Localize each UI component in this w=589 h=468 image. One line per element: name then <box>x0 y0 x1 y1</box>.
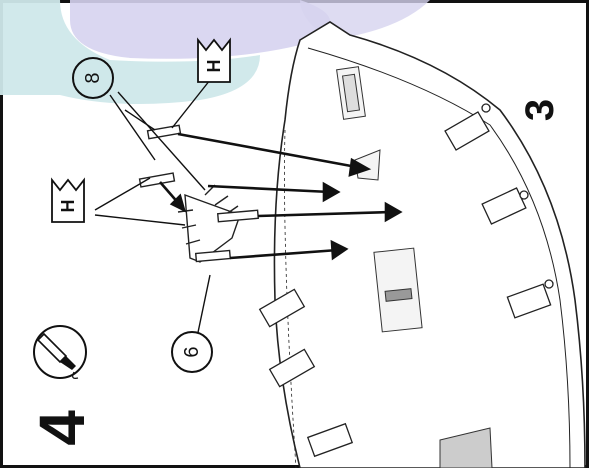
callout-part-8: 8 <box>72 57 114 99</box>
step-number: 4 <box>26 410 98 446</box>
panel-part-3 <box>273 21 586 468</box>
glue-tube-icon <box>33 325 87 379</box>
leader-lines <box>94 79 211 343</box>
assembly-arrows <box>159 132 403 261</box>
callout-part-6: 6 <box>171 331 213 373</box>
callout-8-label: 8 <box>82 72 104 83</box>
sprue-part-6 <box>177 184 260 263</box>
tool-h-icon: H <box>51 177 85 223</box>
callout-6-label: 6 <box>181 346 203 357</box>
tool-h-icon: H <box>197 37 231 83</box>
tool-h-label-top: H <box>204 60 224 73</box>
part-number-3: 3 <box>518 99 562 121</box>
edge-connectors <box>258 103 554 458</box>
tool-h-label-left: H <box>58 200 78 213</box>
